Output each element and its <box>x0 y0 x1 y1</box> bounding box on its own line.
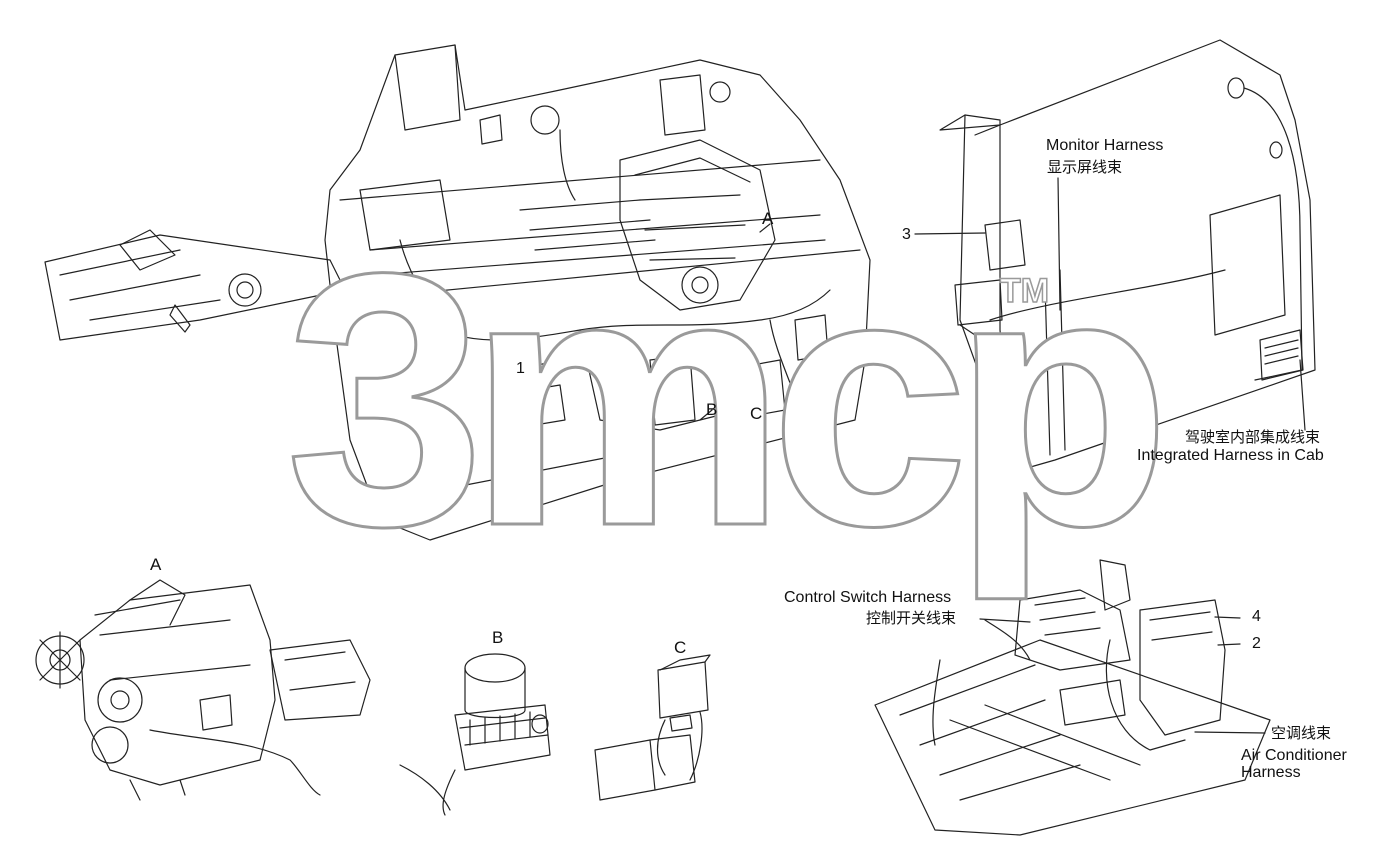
section-title-b: B <box>492 628 504 647</box>
callout-b: B <box>706 400 718 419</box>
callout-3: 3 <box>902 226 911 243</box>
detail-b-drawing <box>399 653 551 816</box>
label-monitor-harness-en: Monitor Harness <box>1046 137 1164 154</box>
detail-a-engine-drawing <box>35 579 371 801</box>
callout-4: 4 <box>1252 608 1261 625</box>
section-title-c: C <box>674 638 687 657</box>
cab-drawing <box>939 39 1316 471</box>
section-title-a: A <box>150 555 162 574</box>
label-cab-harness-cn: 驾驶室内部集成线束 <box>1185 428 1321 446</box>
label-ac-harness-en-2: Harness <box>1241 764 1301 781</box>
label-cab-harness-en: Integrated Harness in Cab <box>1137 447 1324 464</box>
upper-structure-drawing <box>44 44 871 541</box>
callout-c: C <box>750 404 763 423</box>
watermark-logo: 3mcp <box>283 199 1172 601</box>
label-ac-harness-en-1: Air Conditioner <box>1241 747 1347 764</box>
watermark-tm: TM <box>999 271 1050 311</box>
callout-1: 1 <box>516 360 525 377</box>
callout-a: A <box>762 209 774 228</box>
label-control-switch-harness-cn: 控制开关线束 <box>866 609 957 627</box>
label-ac-harness-cn: 空调线束 <box>1271 724 1332 742</box>
label-control-switch-harness-en: Control Switch Harness <box>784 589 952 606</box>
cab-floor-drawing <box>874 559 1271 836</box>
callout-2: 2 <box>1252 635 1261 652</box>
label-monitor-harness-cn: 显示屏线束 <box>1047 158 1123 176</box>
detail-c-drawing <box>594 654 711 801</box>
